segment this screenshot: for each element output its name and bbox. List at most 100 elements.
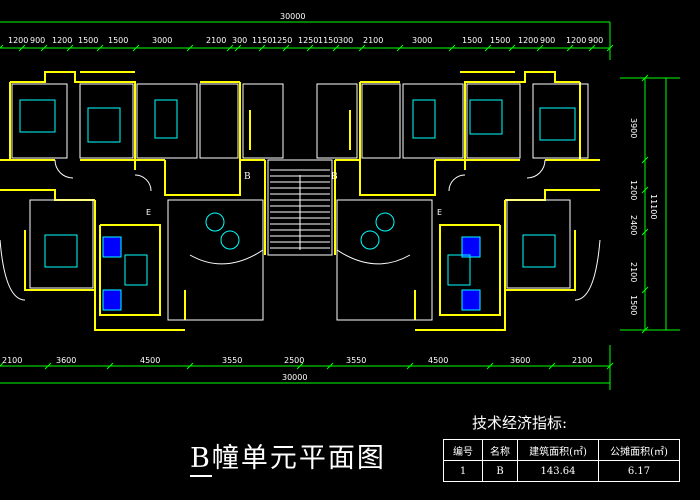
- dimension-tick: [448, 44, 456, 52]
- sofas: [102, 236, 481, 311]
- dimension-tick: [258, 44, 266, 52]
- dimension-label: 1200: [52, 36, 73, 45]
- spec-cell: B: [482, 460, 518, 482]
- dimension-tick: [332, 44, 340, 52]
- dimension-tick: [641, 156, 649, 164]
- right-total-dimension: 11100: [649, 194, 658, 220]
- dimension-ticks: [0, 44, 649, 370]
- bottom-total-dimension: 30000: [282, 373, 308, 382]
- dimension-label: 2500: [284, 356, 305, 365]
- dimension-label: 4500: [428, 356, 449, 365]
- dimension-tick: [40, 44, 48, 52]
- dimension-label: 3000: [412, 36, 433, 45]
- dimension-tick: [641, 228, 649, 236]
- dimension-tick: [296, 362, 304, 370]
- dimension-label: 900: [588, 36, 604, 45]
- dimension-label: 3900: [629, 118, 638, 139]
- dimension-label: 1250: [272, 36, 293, 45]
- spec-cell: 1: [443, 460, 483, 482]
- spec-cell: 6.17: [598, 460, 680, 482]
- dimension-tick: [536, 44, 544, 52]
- walls: [0, 71, 600, 331]
- dimension-label: 1500: [108, 36, 129, 45]
- dimension-label: 2100: [363, 36, 384, 45]
- title-text: 幢单元平面图: [211, 443, 386, 474]
- dimension-label: 300: [338, 36, 354, 45]
- dimension-tick: [282, 44, 290, 52]
- dimension-label: 1200: [566, 36, 587, 45]
- dimension-tick: [606, 44, 614, 52]
- dimension-tick: [486, 362, 494, 370]
- dimension-tick: [484, 44, 492, 52]
- dimension-label: 1500: [490, 36, 511, 45]
- dimension-label: 1500: [462, 36, 483, 45]
- dimension-label: 3550: [222, 356, 243, 365]
- spec-cell: 143.64: [517, 460, 599, 482]
- drawing-title: B幢单元平面图: [190, 436, 386, 477]
- spec-data-row: 1 B 143.64 6.17: [443, 460, 680, 482]
- dimension-tick: [548, 362, 556, 370]
- furniture: [19, 99, 576, 286]
- dimension-tick: [566, 44, 574, 52]
- dimension-label: 3000: [152, 36, 173, 45]
- dimension-label: 1150: [318, 36, 339, 45]
- dimension-tick: [132, 44, 140, 52]
- dimension-tick: [66, 44, 74, 52]
- dimension-tick: [234, 44, 242, 52]
- stair-steps: [270, 169, 330, 249]
- dimension-label: 2400: [629, 215, 638, 236]
- spec-header-cell: 公摊面积(㎡): [598, 439, 680, 461]
- dimension-label: 2100: [572, 356, 593, 365]
- dimension-label: 1500: [78, 36, 99, 45]
- dimension-label: 2100: [629, 262, 638, 283]
- dimension-label: 1250: [298, 36, 319, 45]
- dimension-tick: [641, 326, 649, 334]
- spec-header-cell: 编号: [443, 439, 483, 461]
- dimension-tick: [396, 44, 404, 52]
- dimension-tick: [306, 44, 314, 52]
- dimension-tick: [226, 44, 234, 52]
- dimension-label: 900: [540, 36, 556, 45]
- dimension-tick: [186, 44, 194, 52]
- spec-header-cell: 名称: [482, 439, 518, 461]
- dimension-label: 1200: [629, 180, 638, 201]
- dimension-tick: [186, 362, 194, 370]
- dimension-label: 1200: [518, 36, 539, 45]
- dimension-tick: [44, 362, 52, 370]
- dimension-label: 300: [232, 36, 248, 45]
- spec-table: 编号 名称 建筑面积(㎡) 公摊面积(㎡) 1 B 143.64 6.17: [443, 439, 680, 482]
- elevator-mark-left: E: [146, 208, 152, 217]
- dimension-label: 3600: [56, 356, 77, 365]
- dimension-label: 2100: [2, 356, 23, 365]
- spec-heading: 技术经济指标:: [472, 414, 568, 432]
- dimension-label: 4500: [140, 356, 161, 365]
- dimension-label: 1200: [8, 36, 29, 45]
- stair-mark-right: B: [331, 172, 338, 182]
- title-unit-letter: B: [190, 443, 212, 477]
- dimension-label: 1500: [629, 295, 638, 316]
- dimension-tick: [358, 44, 366, 52]
- interior-lines: [0, 83, 601, 321]
- dimension-tick: [641, 186, 649, 194]
- dimension-tick: [326, 362, 334, 370]
- dimension-tick: [606, 362, 614, 370]
- dimension-tick: [96, 44, 104, 52]
- dimension-lines: [0, 21, 680, 390]
- dimension-label: 3600: [510, 356, 531, 365]
- dimension-tick: [0, 362, 4, 367]
- dimension-tick: [641, 74, 649, 82]
- spec-header-cell: 建筑面积(㎡): [517, 439, 599, 461]
- top-total-dimension: 30000: [280, 12, 306, 21]
- dimension-label: 900: [30, 36, 46, 45]
- dimension-tick: [641, 286, 649, 294]
- dimension-tick: [18, 44, 26, 52]
- dimension-label: 1150: [252, 36, 273, 45]
- spec-header-row: 编号 名称 建筑面积(㎡) 公摊面积(㎡): [443, 439, 680, 461]
- dimension-tick: [406, 362, 414, 370]
- dimension-label: 3550: [346, 356, 367, 365]
- stair-mark-left: B: [244, 172, 251, 182]
- dimension-tick: [106, 362, 114, 370]
- dimension-tick: [508, 44, 516, 52]
- dimension-label: 2100: [206, 36, 227, 45]
